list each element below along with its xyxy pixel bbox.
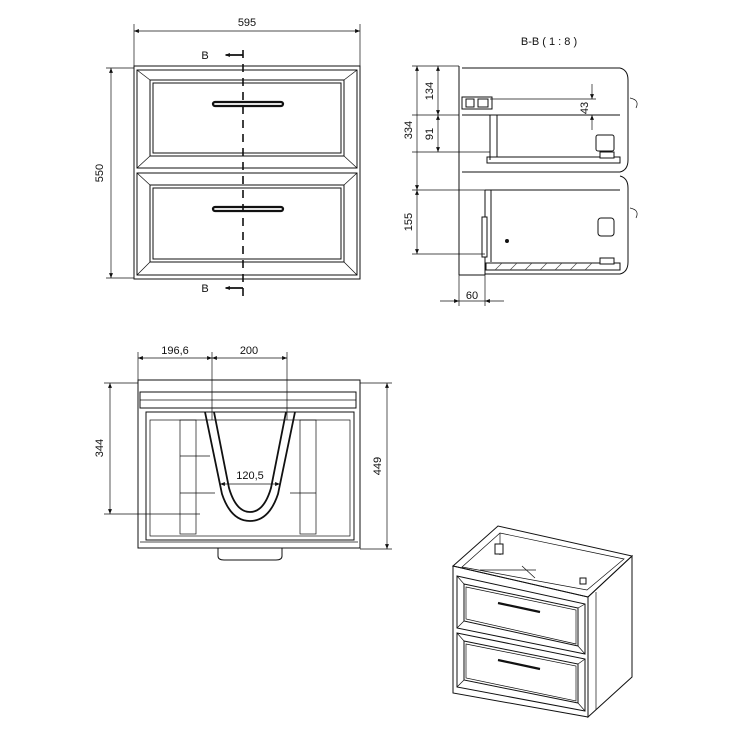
- dim-91: 91: [424, 128, 436, 140]
- drawer-box-outline: [145, 411, 355, 541]
- dim-155: 155: [403, 213, 415, 231]
- front-width-dim: 595: [238, 17, 256, 29]
- iso-bracket-left: [494, 543, 504, 555]
- dim-43: 43: [579, 102, 591, 114]
- dim-120-5: 120,5: [236, 470, 264, 482]
- iso-upper-drawer: [456, 575, 586, 655]
- top-view-carcass: [137, 379, 361, 549]
- front-handle-profile: [217, 548, 283, 561]
- dim-449: 449: [372, 457, 384, 475]
- dim-344: 344: [94, 439, 106, 457]
- upper-drawer-front: [136, 69, 358, 169]
- upper-drawer-clip: [595, 134, 615, 152]
- upper-drawer-bottom: [486, 156, 621, 164]
- dim-134: 134: [424, 82, 436, 100]
- lower-side-panel: [481, 216, 488, 258]
- dim-60: 60: [466, 290, 478, 302]
- top-view: 196,6 200 344 449 120,5: [94, 345, 392, 561]
- lower-drawer-hatch: [494, 262, 593, 271]
- section-label-top: B: [201, 50, 208, 62]
- isometric-view: [451, 525, 634, 719]
- section-label-bottom: B: [201, 283, 208, 295]
- upper-drawer-front-profile: [462, 67, 629, 173]
- upper-drawer-handle: [211, 100, 285, 108]
- upper-rail: [599, 151, 615, 159]
- section-cut-line: [225, 50, 244, 298]
- dim-334: 334: [403, 121, 415, 139]
- lower-drawer-clip: [597, 217, 615, 237]
- cabinet-carcass: [133, 65, 361, 280]
- section-title: B-B ( 1 : 8 ): [521, 36, 577, 48]
- section-view: B-B ( 1 : 8 ): [403, 36, 638, 306]
- front-view: 595 550: [94, 17, 361, 298]
- lower-drawer-front-profile: [485, 175, 629, 275]
- iso-upper-handle: [497, 601, 541, 614]
- iso-lower-handle: [497, 658, 541, 671]
- lower-drawer-handle: [211, 205, 285, 213]
- iso-lower-drawer: [456, 632, 586, 712]
- front-height-dim: 550: [94, 164, 106, 182]
- lower-drawer-front: [136, 172, 358, 276]
- dim-200: 200: [240, 345, 258, 357]
- siphon-cutout-outer: [204, 411, 296, 522]
- lower-drawer-pin: [505, 239, 509, 243]
- lower-rail: [599, 257, 615, 265]
- iso-bracket-right: [579, 577, 587, 585]
- dim-196-6: 196,6: [161, 345, 189, 357]
- siphon-cutout-inner: [213, 411, 287, 513]
- iso-right-side: [587, 554, 633, 719]
- lower-drawer-bottom: [485, 262, 621, 271]
